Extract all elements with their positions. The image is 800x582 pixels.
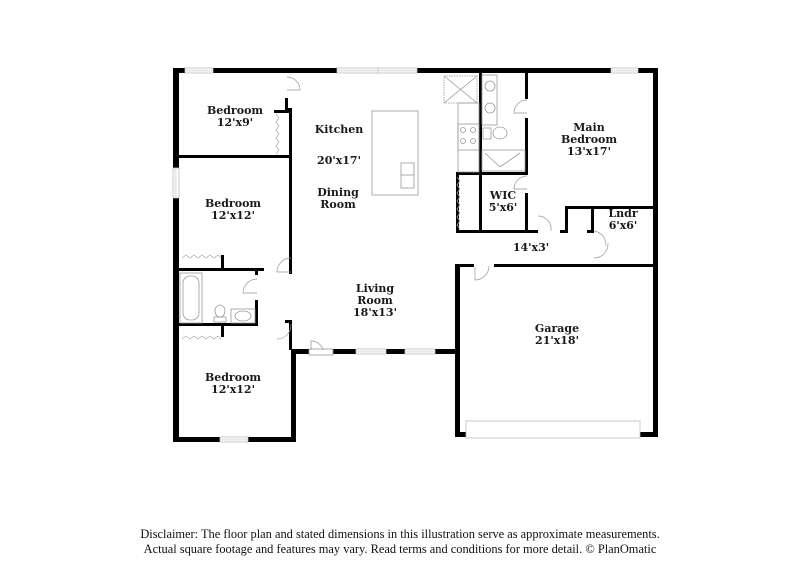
room-name: Garage	[534, 322, 580, 335]
door-swings	[242, 76, 609, 340]
room-label-living-room: Living Room 18'x13'	[345, 283, 405, 319]
room-label-hall: 14'x3'	[513, 242, 549, 254]
disclaimer-line-1: Disclaimer: The floor plan and stated di…	[140, 527, 660, 541]
room-label-garage: Garage 21'x18'	[535, 323, 579, 347]
room-dimensions: 6'x6'	[608, 219, 638, 232]
room-name: Bedroom	[204, 197, 262, 210]
room-name: Dining Room	[317, 186, 359, 211]
room-name: WIC	[489, 189, 517, 202]
room-name: Bedroom	[204, 371, 262, 384]
room-name: Kitchen	[314, 123, 364, 136]
room-label-bedroom-1: Bedroom 12'x9'	[207, 105, 263, 129]
disclaimer: Disclaimer: The floor plan and stated di…	[0, 527, 800, 557]
room-name: Living Room	[355, 282, 395, 307]
garage-door	[465, 420, 641, 439]
room-dimensions: 20'x17'	[317, 154, 361, 167]
room-label-kitchen: Kitchen	[315, 124, 364, 136]
disclaimer-line-2: Actual square footage and features may v…	[143, 542, 657, 556]
fixtures	[179, 74, 526, 324]
room-dimensions: 21'x18'	[535, 334, 579, 347]
kitchen-sink	[400, 162, 415, 189]
room-dimensions: 13'x17'	[567, 145, 611, 158]
room-dimensions: 12'x12'	[211, 209, 255, 222]
room-dimensions: 12'x9'	[216, 116, 254, 129]
room-label-dining-room: Dining Room	[313, 187, 363, 211]
room-label-laundry: Lndr 6'x6'	[608, 208, 637, 232]
room-dimensions: 5'x6'	[488, 201, 518, 214]
room-label-kitchen-dimensions: 20'x17'	[317, 155, 361, 167]
room-dimensions: 12'x12'	[211, 383, 255, 396]
closet-doors	[181, 113, 461, 340]
kitchen-island	[371, 110, 419, 196]
stove	[457, 123, 480, 151]
room-label-bedroom-3: Bedroom 12'x12'	[205, 372, 261, 396]
room-label-bedroom-2: Bedroom 12'x12'	[205, 198, 261, 222]
room-dimensions: 14'x3'	[512, 241, 550, 254]
room-dimensions: 18'x13'	[353, 306, 397, 319]
bathtub	[179, 272, 203, 324]
room-name: Lndr	[608, 207, 638, 220]
room-label-wic: WIC 5'x6'	[489, 190, 518, 214]
room-label-main-bedroom: Main Bedroom 13'x17'	[559, 122, 619, 158]
room-name: Bedroom	[206, 104, 264, 117]
front-door	[308, 340, 334, 356]
room-name: Main Bedroom	[560, 121, 618, 146]
